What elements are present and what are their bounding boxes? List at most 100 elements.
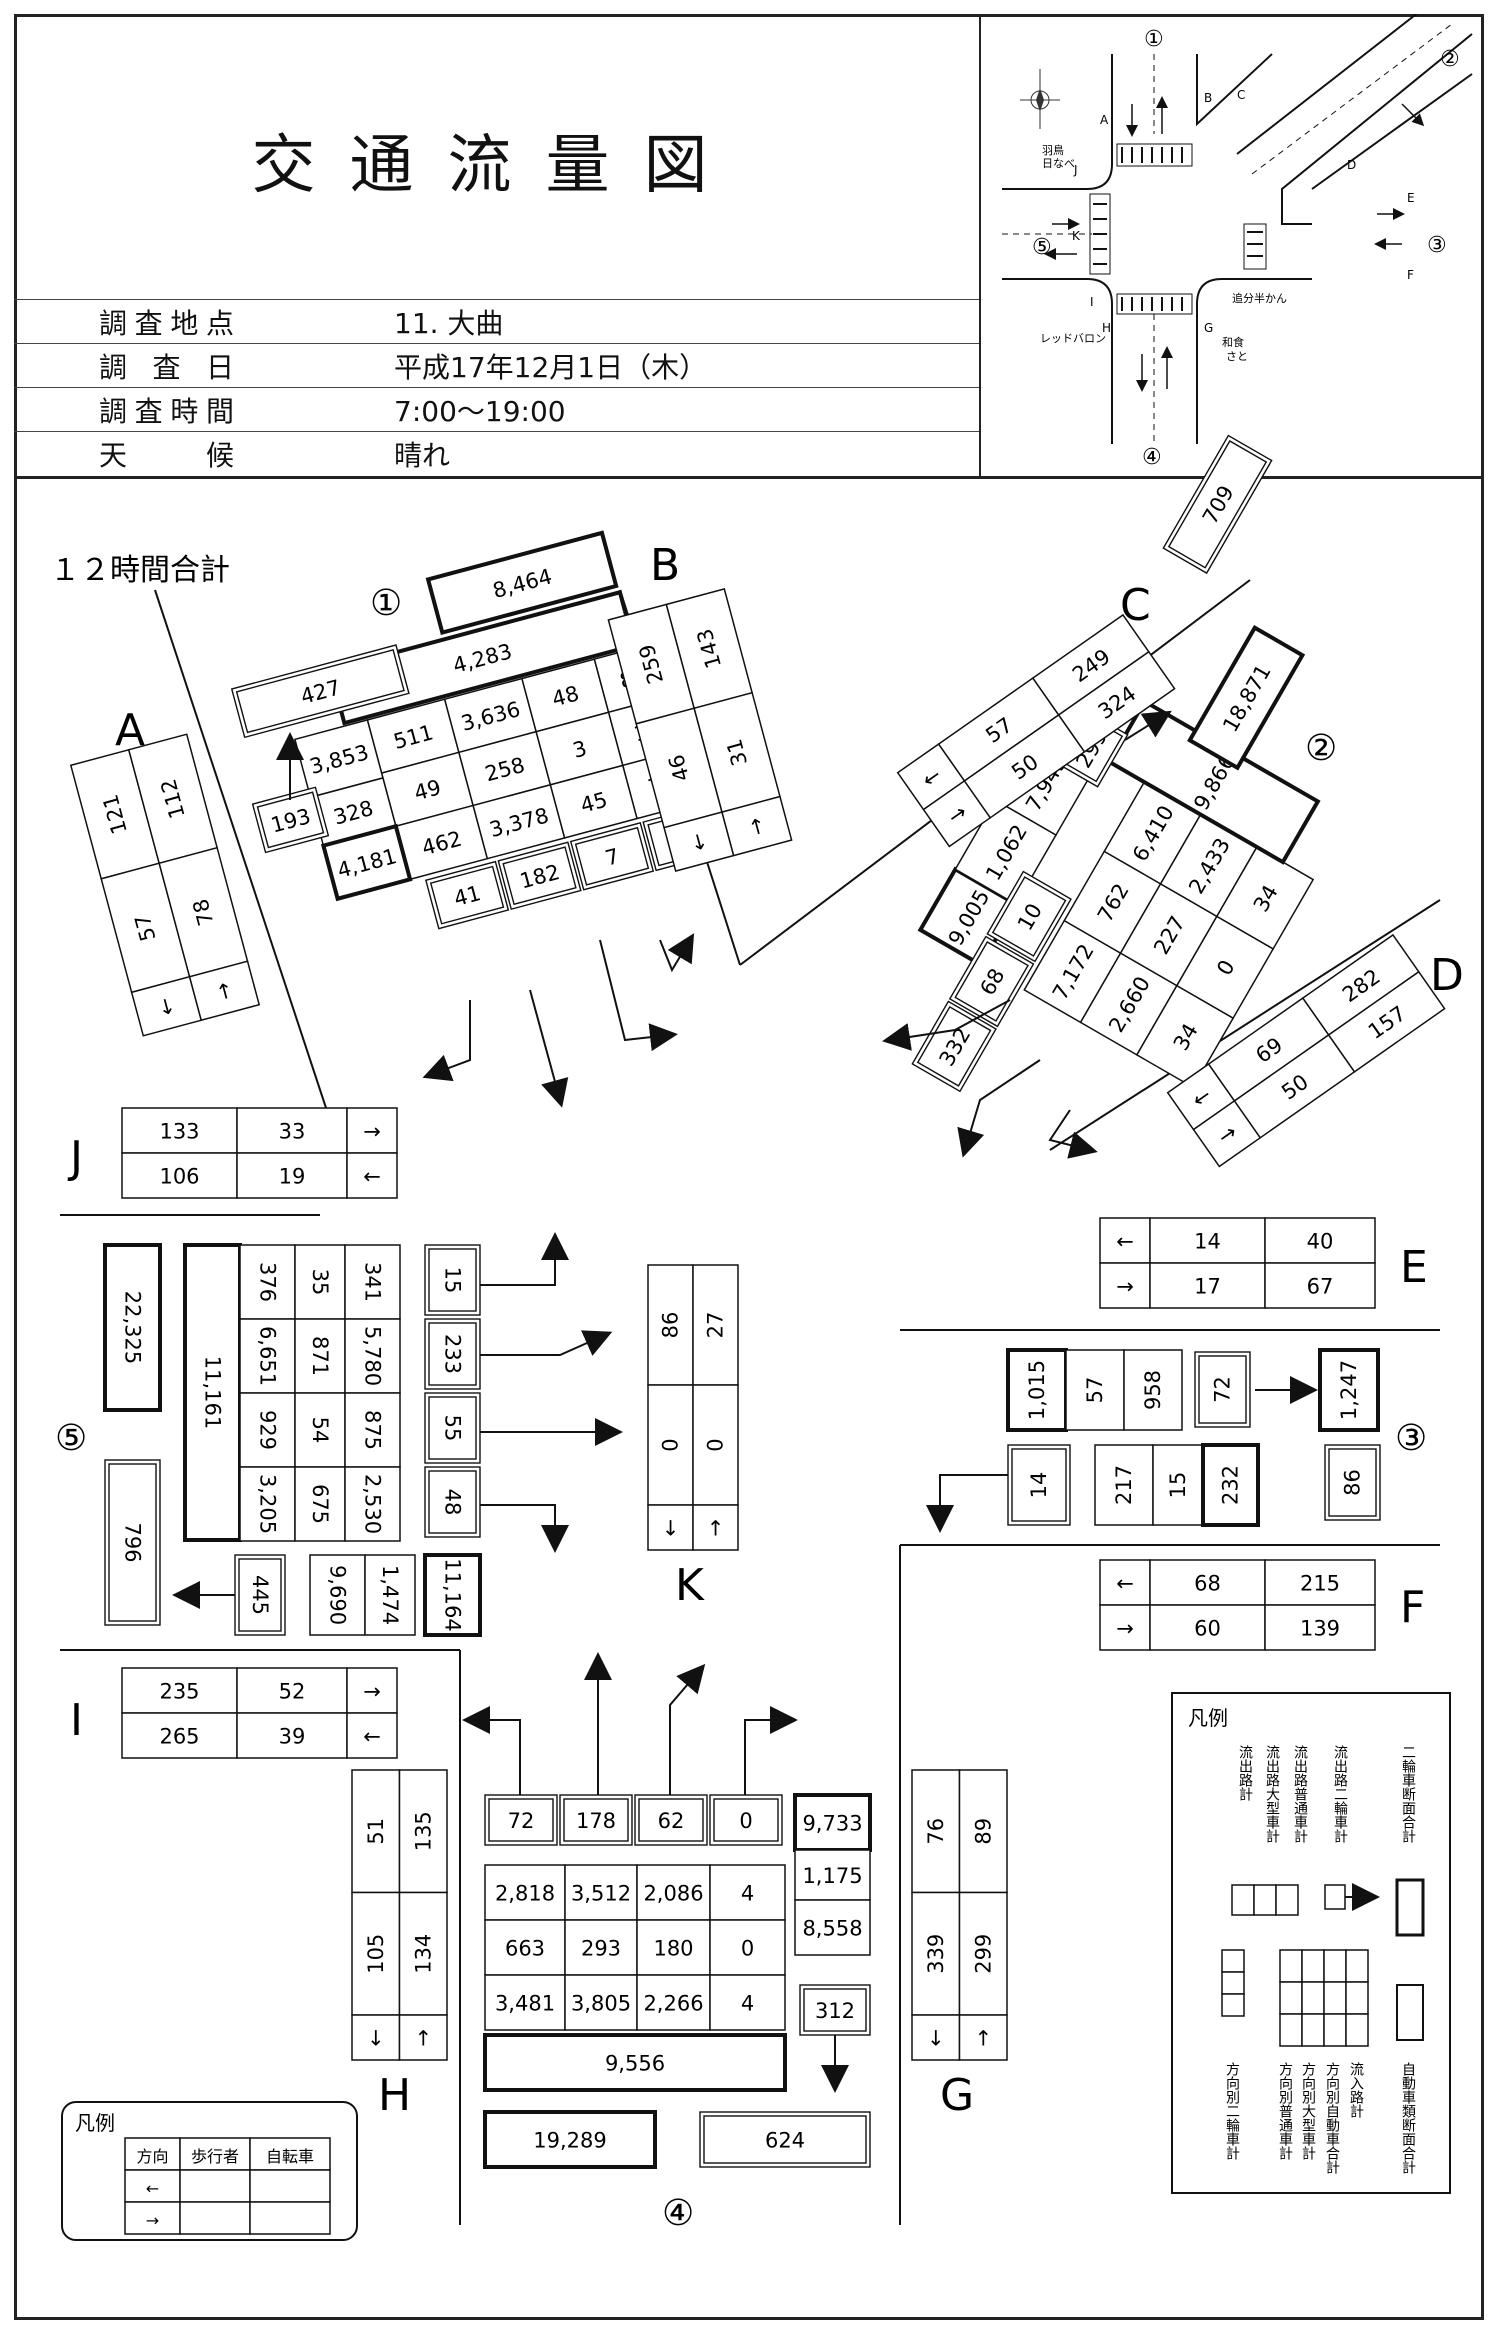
value-cell (564, 1864, 638, 1921)
value-cell (1301, 1981, 1325, 2015)
leg-letter: H (378, 2070, 411, 2121)
value-cell (249, 2137, 331, 2171)
value-text: 0 (659, 1438, 683, 1451)
value-cell (249, 2169, 331, 2203)
cell-inner-border (1328, 1448, 1377, 1517)
value-cell (634, 1794, 708, 1846)
legend-bottom-label: 方向別二輪車計 (1224, 2062, 1240, 2160)
map-leg-letter: B (1204, 91, 1212, 105)
cell-inner-border (916, 1005, 992, 1087)
value-cell (911, 1000, 997, 1093)
cell-inner-border (703, 2115, 867, 2164)
value-cell (699, 2111, 871, 2168)
value-cell (948, 935, 1035, 1028)
legend-bottom-label: 流入路計 (1348, 2062, 1364, 2118)
value-text: 89 (971, 1818, 995, 1845)
map-marker: ⑤ (1032, 235, 1052, 260)
value-cell (344, 1244, 401, 1320)
value-cell (294, 1244, 346, 1320)
value-cell (794, 1899, 871, 1956)
value-text: 663 (505, 1937, 545, 1961)
value-text: 1,175 (802, 1864, 862, 1888)
legend-swatch (1396, 1984, 1424, 2041)
approach-marker: ② (1305, 728, 1337, 769)
direction-arrow: ← (1116, 1572, 1134, 1596)
value-text: 232 (1219, 1465, 1243, 1505)
legend-top-label: 流出路大型車計 (1264, 1745, 1280, 1843)
leg-letter: F (1400, 1582, 1425, 1633)
value-text: 4 (741, 1992, 754, 2016)
cell-inner-border (428, 1322, 477, 1386)
turn-arrow (422, 1000, 471, 1082)
value-cell (958, 2014, 1008, 2061)
legend-header: 歩行者 (191, 2147, 239, 2166)
value-cell (1318, 1348, 1380, 1432)
value-text: 9,556 (605, 2052, 665, 2076)
value-text: 14 (1027, 1472, 1051, 1499)
value-cell (1194, 1351, 1251, 1428)
turn-arrow (480, 1330, 613, 1356)
info-label: 調査日 (99, 350, 234, 384)
cell-inner-border (638, 1798, 704, 1842)
value-text: 339 (924, 1934, 948, 1974)
value-cell (423, 1553, 482, 1637)
value-text: 3 (570, 736, 589, 763)
value-cell (1264, 1559, 1376, 1606)
value-text: 67 (1307, 1275, 1334, 1299)
turn-arrow (599, 939, 678, 1052)
cell-inner-border (1011, 1448, 1067, 1522)
value-text: 624 (765, 2129, 805, 2153)
value-cell (483, 2033, 787, 2092)
value-text: 54 (308, 1417, 332, 1444)
value-cell (1162, 434, 1273, 575)
uturn-arrow (1048, 1109, 1098, 1159)
value-cell (1152, 1444, 1204, 1526)
value-cell (346, 1667, 398, 1714)
value-cell (692, 1384, 739, 1506)
map-leg-letter: I (1090, 295, 1094, 309)
value-cell (692, 1264, 739, 1386)
legend-title: 凡例 (75, 2111, 115, 2135)
value-cell (309, 1554, 366, 1636)
value-cell (230, 644, 410, 739)
map-marker: ④ (1142, 445, 1162, 470)
turn-arrow (480, 1232, 569, 1286)
value-text: 35 (308, 1269, 332, 1296)
legend-top-label: 流出路二輪車計 (1332, 1745, 1348, 1843)
direction-arrow: ↓ (367, 2027, 385, 2051)
value-text: 675 (308, 1484, 332, 1524)
road-edge (1049, 899, 1441, 1151)
value-cell (121, 1667, 238, 1714)
legend-bottom-label: 自動車類断面合計 (1400, 2062, 1416, 2174)
legend-top-label: 二輪車断面合計 (1400, 1745, 1416, 1843)
value-text: 55 (441, 1415, 465, 1442)
value-cell (911, 2014, 961, 2061)
value-text: 9,733 (802, 1812, 862, 1836)
cell-inner-border (256, 791, 325, 849)
leg-letter: A (115, 705, 145, 756)
map-landmark: 和食 (1222, 335, 1244, 349)
value-text: 265 (159, 1725, 199, 1749)
value-text: 929 (256, 1410, 280, 1450)
value-cell (911, 1769, 961, 1894)
legend-top-label: 流出路普通車計 (1292, 1745, 1308, 1843)
value-text: 376 (256, 1262, 280, 1302)
value-cell (236, 1667, 348, 1714)
value-text: 958 (1141, 1370, 1165, 1410)
value-cell (351, 2014, 401, 2061)
cell-inner-border (563, 1798, 629, 1842)
legend-box (1171, 1692, 1451, 2194)
value-cell (1324, 1884, 1346, 1910)
legend-bottom-label: 方向別自動車合計 (1324, 2062, 1340, 2174)
direction-arrow: ← (363, 1725, 381, 1749)
map-leg-letter: G (1204, 321, 1213, 335)
